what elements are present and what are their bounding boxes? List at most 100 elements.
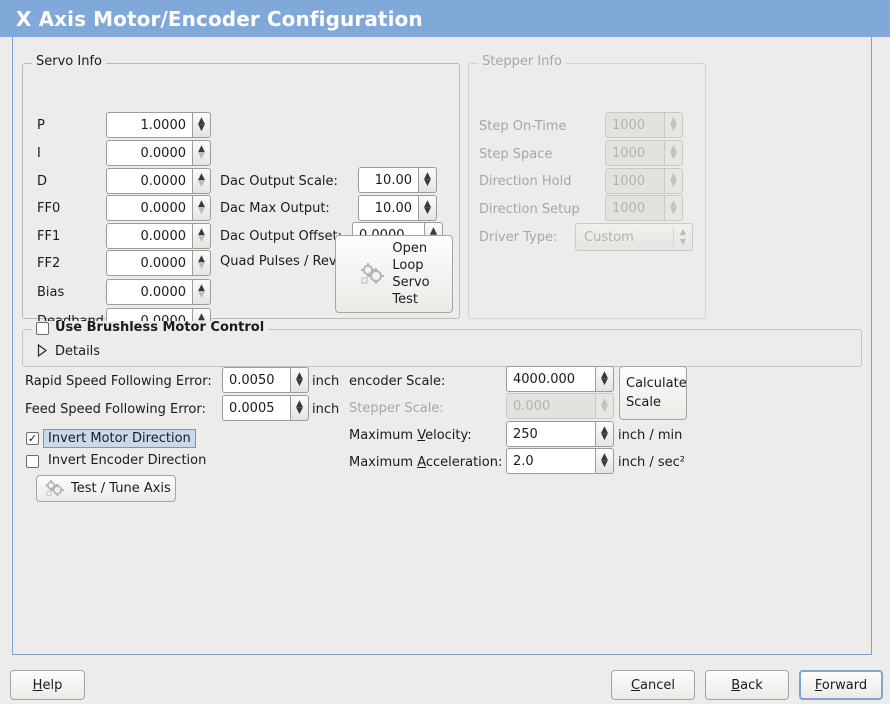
feed-following-error-unit: inch xyxy=(312,402,340,417)
open-loop-servo-test-button[interactable]: Open Loop Servo Test xyxy=(335,235,453,313)
servo-value-ff2[interactable]: 0.0000 xyxy=(106,250,192,276)
spin-up-icon[interactable]: ▲ xyxy=(430,226,437,236)
dac-max-output-value[interactable]: 10.00 xyxy=(358,195,418,221)
spin-down-icon[interactable]: ▼ xyxy=(601,377,608,387)
spin-down-icon[interactable]: ▼ xyxy=(296,378,303,388)
spin-up-icon: ▲ xyxy=(670,144,677,154)
encoder-scale-value[interactable]: 4000.000 xyxy=(506,366,595,392)
details-expander-icon[interactable] xyxy=(37,343,48,358)
footer-bar: Help Cancel Back Forward xyxy=(0,656,890,704)
help-button[interactable]: Help xyxy=(10,670,85,700)
servo-spin-bias[interactable]: 0.0000 ▲▼ xyxy=(106,279,211,305)
direction-hold-label: Direction Hold xyxy=(479,174,572,189)
spin-up-icon[interactable]: ▲ xyxy=(198,199,205,209)
spin-up-icon[interactable]: ▲ xyxy=(198,312,205,322)
spin-up-icon[interactable]: ▲ xyxy=(198,172,205,182)
spinner-buttons[interactable]: ▲▼ xyxy=(192,250,211,276)
details-label[interactable]: Details xyxy=(55,344,101,359)
servo-value-i[interactable]: 0.0000 xyxy=(106,140,192,166)
servo-value-p[interactable]: 1.0000 xyxy=(106,112,192,138)
content-area: Servo Info P 1.0000 ▲▼ I 0.0000 ▲▼ D 0.0… xyxy=(12,37,872,655)
dac-output-scale-value[interactable]: 10.00 xyxy=(358,167,418,193)
cancel-button[interactable]: Cancel xyxy=(611,670,695,700)
spinner-buttons[interactable]: ▲▼ xyxy=(192,223,211,249)
rapid-following-error-unit: inch xyxy=(312,374,340,389)
use-brushless-checkbox[interactable] xyxy=(36,321,49,335)
spin-down-icon[interactable]: ▼ xyxy=(424,178,431,188)
feed-following-error-spin[interactable]: 0.0005 ▲▼ xyxy=(222,395,309,421)
test-tune-axis-button[interactable]: Test / Tune Axis xyxy=(36,475,176,502)
spin-up-icon[interactable]: ▲ xyxy=(198,227,205,237)
feed-following-error-value[interactable]: 0.0005 xyxy=(222,395,290,421)
invert-encoder-direction-checkbox[interactable] xyxy=(26,455,39,468)
back-button[interactable]: Back xyxy=(705,670,789,700)
calculate-scale-button[interactable]: Calculate Scale xyxy=(619,366,687,420)
spinner-buttons[interactable]: ▲▼ xyxy=(192,140,211,166)
spin-down-icon[interactable]: ▼ xyxy=(296,406,303,416)
dac-max-output-spin[interactable]: 10.00 ▲▼ xyxy=(358,195,437,221)
maximum-acceleration-spin[interactable]: 2.0 ▲▼ xyxy=(506,448,614,474)
servo-spin-p[interactable]: 1.0000 ▲▼ xyxy=(106,112,211,138)
spin-down-icon[interactable]: ▼ xyxy=(198,123,205,133)
servo-value-bias[interactable]: 0.0000 xyxy=(106,279,192,305)
spin-up-icon[interactable]: ▲ xyxy=(601,370,608,380)
dac-output-scale-spin[interactable]: 10.00 ▲▼ xyxy=(358,167,437,193)
spin-down-icon[interactable]: ▼ xyxy=(601,459,608,469)
spin-up-icon[interactable]: ▲ xyxy=(296,399,303,409)
spinner-buttons[interactable]: ▲▼ xyxy=(418,167,437,193)
feed-following-error-label: Feed Speed Following Error: xyxy=(25,402,206,417)
spin-up-icon[interactable]: ▲ xyxy=(424,199,431,209)
servo-spin-i[interactable]: 0.0000 ▲▼ xyxy=(106,140,211,166)
invert-motor-direction-label[interactable]: Invert Motor Direction xyxy=(43,429,196,448)
spin-down-icon[interactable]: ▼ xyxy=(601,432,608,442)
servo-label-bias: Bias xyxy=(37,285,65,300)
rapid-following-error-spin[interactable]: 0.0050 ▲▼ xyxy=(222,367,309,393)
step-space-value: 1000 xyxy=(605,140,664,166)
servo-spin-ff2[interactable]: 0.0000 ▲▼ xyxy=(106,250,211,276)
servo-value-ff1[interactable]: 0.0000 xyxy=(106,223,192,249)
spinner-buttons[interactable]: ▲▼ xyxy=(595,366,614,392)
spin-up-icon[interactable]: ▲ xyxy=(601,452,608,462)
spin-down-icon: ▼ xyxy=(198,261,205,271)
spin-up-icon[interactable]: ▲ xyxy=(198,283,205,293)
forward-button[interactable]: Forward xyxy=(799,670,883,700)
maximum-acceleration-label: Maximum Acceleration: xyxy=(349,455,503,470)
brushless-group: Use Brushless Motor Control xyxy=(22,321,862,367)
stepper-info-legend: Stepper Info xyxy=(478,55,566,69)
driver-type-select: Custom ▲▼ xyxy=(575,223,693,251)
spin-down-icon: ▼ xyxy=(198,234,205,244)
spinner-buttons[interactable]: ▲▼ xyxy=(595,448,614,474)
spin-up-icon[interactable]: ▲ xyxy=(198,144,205,154)
maximum-acceleration-value[interactable]: 2.0 xyxy=(506,448,595,474)
spin-up-icon[interactable]: ▲ xyxy=(296,371,303,381)
servo-spin-ff1[interactable]: 0.0000 ▲▼ xyxy=(106,223,211,249)
spinner-buttons[interactable]: ▲▼ xyxy=(192,168,211,194)
spinner-buttons[interactable]: ▲▼ xyxy=(192,112,211,138)
invert-encoder-direction-label[interactable]: Invert Encoder Direction xyxy=(48,453,207,468)
servo-spin-d[interactable]: 0.0000 ▲▼ xyxy=(106,168,211,194)
spin-down-icon[interactable]: ▼ xyxy=(424,206,431,216)
spinner-buttons[interactable]: ▲▼ xyxy=(192,279,211,305)
spinner-buttons[interactable]: ▲▼ xyxy=(418,195,437,221)
open-loop-line-1: Open xyxy=(392,241,428,256)
encoder-scale-spin[interactable]: 4000.000 ▲▼ xyxy=(506,366,614,392)
rapid-following-error-value[interactable]: 0.0050 xyxy=(222,367,290,393)
servo-info-legend: Servo Info xyxy=(32,55,106,69)
servo-value-d[interactable]: 0.0000 xyxy=(106,168,192,194)
spin-up-icon[interactable]: ▲ xyxy=(198,116,205,126)
spinner-buttons[interactable]: ▲▼ xyxy=(290,395,309,421)
maximum-velocity-value[interactable]: 250 xyxy=(506,421,595,447)
step-on-time-value: 1000 xyxy=(605,112,664,138)
spin-up-icon[interactable]: ▲ xyxy=(601,425,608,435)
gears-icon xyxy=(358,261,388,287)
spinner-buttons[interactable]: ▲▼ xyxy=(595,421,614,447)
invert-motor-direction-checkbox[interactable]: ✓ xyxy=(26,432,39,445)
servo-value-ff0[interactable]: 0.0000 xyxy=(106,195,192,221)
maximum-velocity-spin[interactable]: 250 ▲▼ xyxy=(506,421,614,447)
spin-up-icon[interactable]: ▲ xyxy=(424,171,431,181)
spinner-buttons[interactable]: ▲▼ xyxy=(290,367,309,393)
servo-spin-ff0[interactable]: 0.0000 ▲▼ xyxy=(106,195,211,221)
rapid-following-error-label: Rapid Speed Following Error: xyxy=(25,374,212,389)
spinner-buttons[interactable]: ▲▼ xyxy=(192,195,211,221)
spin-up-icon[interactable]: ▲ xyxy=(198,254,205,264)
